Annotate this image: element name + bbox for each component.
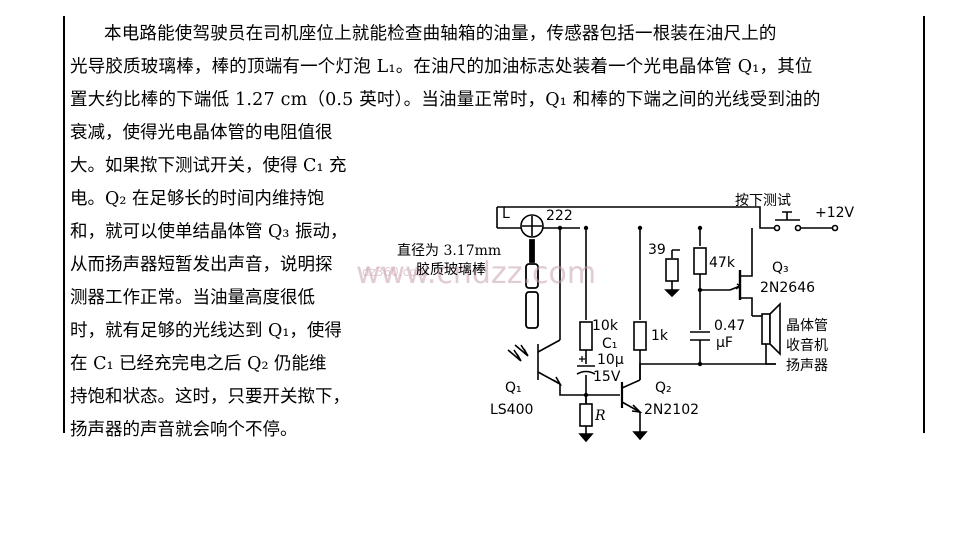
description-line: 持饱和状态。这时，只要开关揿下，	[70, 387, 350, 407]
description-line: 电。Q₂ 在足够长的时间内维持饱	[70, 189, 325, 209]
q3-name-label: Q₃	[772, 260, 789, 276]
rod-note-line1: 直径为 3.17mm	[397, 242, 501, 259]
q1-phototransistor	[537, 228, 563, 387]
c1-capacitor	[576, 356, 596, 375]
speaker-line2: 收音机	[786, 337, 828, 354]
cap-value-line2: μF	[716, 335, 733, 351]
junction-dots	[557, 225, 703, 398]
r47k-label: 47k	[709, 255, 736, 271]
q2-transistor	[586, 379, 643, 432]
watermark: www.cndzz.com	[356, 256, 596, 291]
q2-part-label: 2N2102	[644, 402, 699, 418]
description-line: 本电路能使驾驶员在司机座位上就能检查曲轴箱的油量，传感器包括一根装在油尺上的	[104, 24, 777, 44]
watermark-small: dz360.com	[362, 265, 428, 279]
q2-name-label: Q₂	[655, 380, 672, 396]
c1-name-label: C₁	[602, 336, 617, 352]
switch-label: 按下测试	[735, 193, 791, 209]
top-rail-wire	[496, 206, 775, 229]
q1-to-q2-wire	[559, 384, 586, 396]
rod-note-line2: 胶质玻璃棒	[416, 261, 486, 278]
speaker-line1: 晶体管	[786, 318, 828, 334]
q3-ujt	[729, 228, 753, 316]
r-label: R	[594, 408, 606, 424]
r47k-resistor	[693, 247, 707, 275]
r10k-label: 10k	[592, 318, 619, 334]
push-test-switch[interactable]	[773, 211, 802, 232]
description-line: 时，就有足够的光线达到 Q₁，使得	[70, 321, 342, 341]
description-top: 本电路能使驾驶员在司机座位上就能检查曲轴箱的油量，传感器包括一根装在油尺上的 光…	[70, 18, 912, 117]
cap-047uf	[690, 331, 710, 341]
r1k-resistor	[633, 321, 647, 351]
lamp-label: L	[502, 206, 510, 222]
description-line: 衰减，使得光电晶体管的电阻值很	[70, 123, 333, 143]
supply-terminal	[831, 224, 839, 232]
description-line: 大。如果揿下测试开关，使得 C₁ 充	[70, 156, 347, 176]
ground-symbol-r	[578, 433, 594, 443]
r1k-label: 1k	[651, 328, 669, 344]
description-line: 置大约比棒的下端低 1.27 cm（0.5 英吋）。当油量正常时，Q₁ 和棒的下…	[70, 90, 821, 110]
text-frame	[63, 16, 925, 433]
speaker-line3: 扬声器	[786, 358, 828, 374]
r47k-bottom-wire	[699, 274, 730, 291]
description-line: 光导胶质玻璃棒，棒的顶端有一个灯泡 L₁。在油尺的加油标志处装着一个光电晶体管 …	[70, 57, 813, 77]
r39-resistor	[665, 258, 679, 282]
ground-symbol-39	[664, 289, 680, 298]
supply-label: +12V	[815, 205, 855, 221]
lamp-l1	[497, 214, 580, 238]
speaker	[752, 302, 781, 365]
ground-symbol-q2	[632, 431, 648, 441]
description-left: 衰减，使得光电晶体管的电阻值很 大。如果揿下测试开关，使得 C₁ 充 电。Q₂ …	[70, 117, 370, 447]
c1-voltage-label: 15V	[593, 369, 621, 385]
description-line: 和，就可以使单结晶体管 Q₃ 振动，	[70, 222, 348, 242]
cap-value-line1: 0.47	[714, 318, 745, 334]
r-resistor	[579, 403, 593, 427]
description-line: 从而扬声器短暂发出声音，说明探	[70, 255, 333, 275]
q1-name-label: Q₁	[505, 380, 522, 396]
q1-part-label: LS400	[490, 402, 533, 418]
lamp-part-label: 222	[546, 208, 573, 224]
q2-collector-wire	[639, 363, 700, 380]
description-line: 测器工作正常。当油量高度很低	[70, 288, 315, 308]
q3-part-label: 2N2646	[760, 280, 815, 296]
light-arrows	[507, 344, 529, 362]
description-line: 扬声器的声音就会响个不停。	[70, 420, 298, 440]
description-line: 在 C₁ 已经充完电之后 Q₂ 仍能维	[70, 354, 327, 374]
r39-label: 39	[648, 242, 666, 258]
glass-rod	[525, 239, 539, 329]
r10k-resistor	[579, 321, 593, 351]
r39-wire	[671, 249, 680, 258]
c1-value-label: 10μ	[597, 352, 624, 368]
